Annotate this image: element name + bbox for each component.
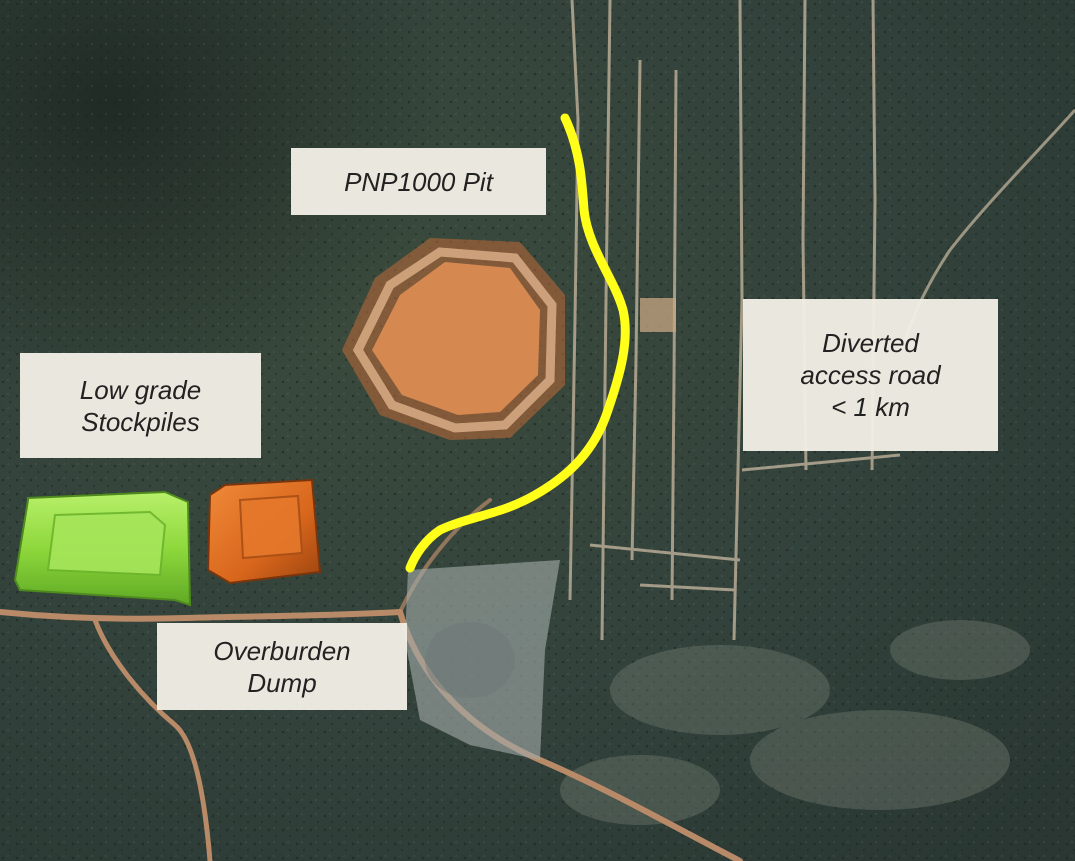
stockpiles-label-line-2: Stockpiles [81, 406, 200, 437]
pale-vegetation-patches [560, 620, 1030, 825]
overburden-dump-shadow [425, 622, 515, 698]
pit-label-line: PNP1000 Pit [344, 166, 493, 197]
dump-label-line-2: Dump [247, 667, 317, 698]
stockpiles-label: Low grade Stockpiles [20, 353, 261, 458]
diverted-access-road [405, 113, 630, 573]
road-label-line-3: < 1 km [831, 392, 910, 422]
dump-label: Overburden Dump [157, 623, 407, 710]
road-label-line-1: Diverted [822, 328, 919, 358]
small-clearing [640, 298, 676, 332]
road-label: Diverted access road < 1 km [743, 299, 998, 451]
dump-label-line-1: Overburden [213, 635, 351, 666]
stockpiles-label-line-1: Low grade [79, 374, 202, 405]
stockpile-green [13, 490, 192, 607]
road-label-line-2: access road [800, 360, 941, 390]
pit-label: PNP1000 Pit [291, 148, 546, 215]
stockpile-orange [206, 478, 322, 585]
pit-outline [342, 238, 565, 440]
